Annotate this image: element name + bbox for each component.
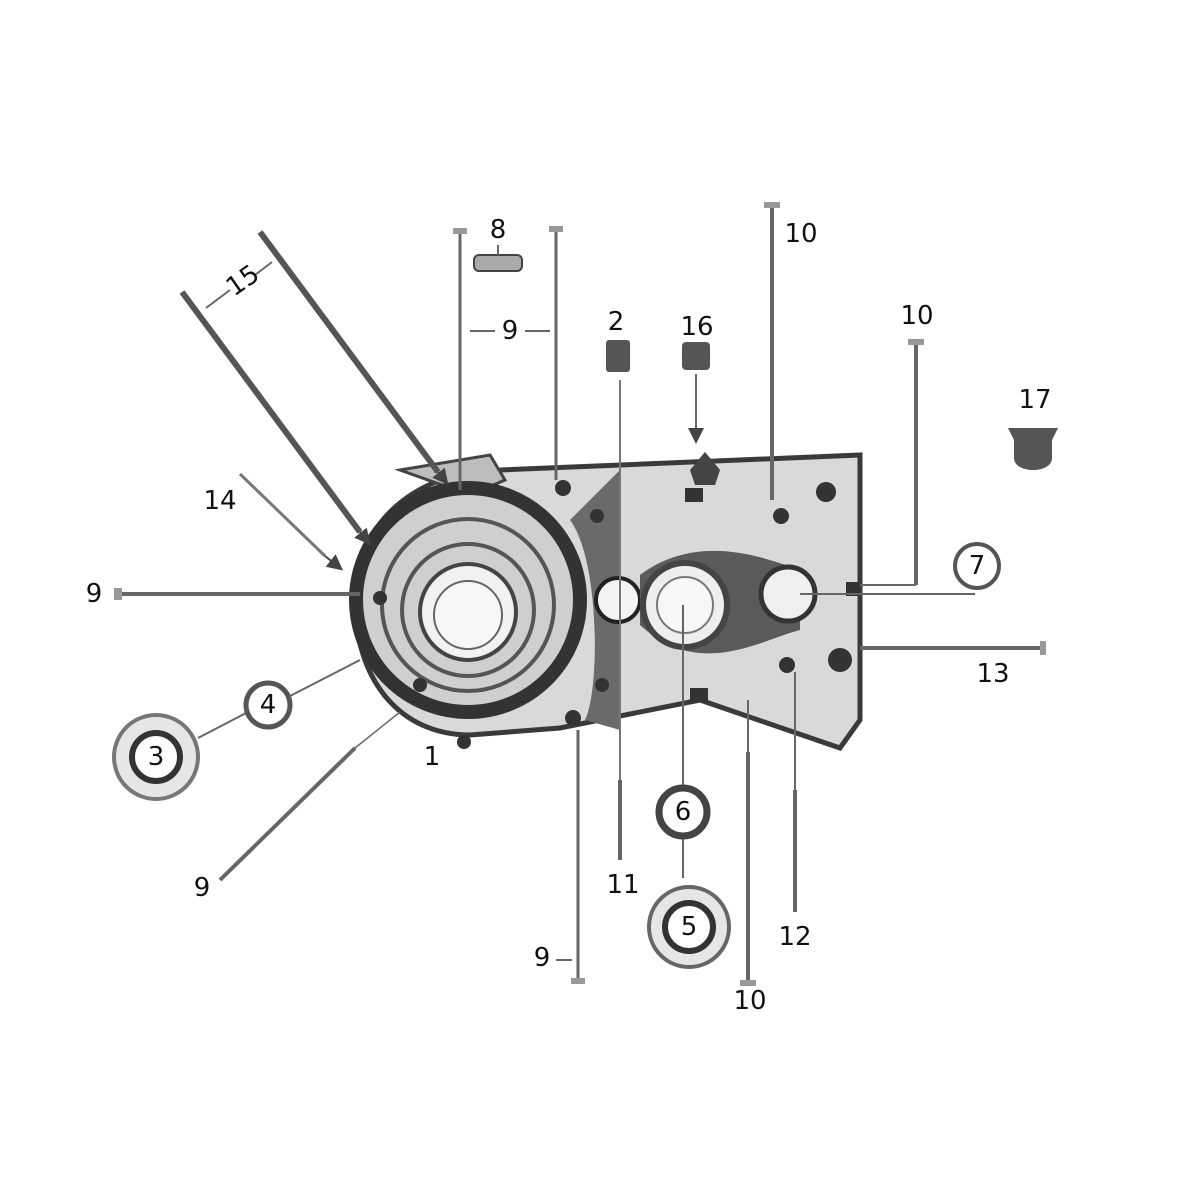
- label-part-17: 17: [1018, 385, 1052, 415]
- bearing-7: [953, 542, 1001, 590]
- label-part-7: 7: [968, 551, 986, 581]
- label-part-9: 9: [85, 579, 103, 609]
- label-part-10: 10: [733, 986, 767, 1016]
- pin-14: [238, 472, 344, 571]
- label-part-10: 10: [900, 301, 934, 331]
- screws-11-12-13: [618, 593, 1046, 912]
- clamp-8: [473, 245, 523, 272]
- stud-15: [179, 230, 449, 546]
- label-part-13: 13: [976, 659, 1010, 689]
- label-part-4: 4: [259, 690, 277, 720]
- label-part-11: 11: [606, 870, 640, 900]
- label-part-9: 9: [501, 316, 519, 346]
- label-part-3: 3: [147, 742, 165, 772]
- label-part-12: 12: [778, 922, 812, 952]
- bearing-6: [655, 784, 711, 840]
- label-part-2: 2: [607, 307, 625, 337]
- oil-seal-3: [112, 711, 249, 801]
- label-part-8: 8: [489, 215, 507, 245]
- label-part-10: 10: [784, 219, 818, 249]
- label-part-16: 16: [680, 312, 714, 342]
- bearing-4: [243, 659, 361, 730]
- screw-9: [114, 226, 585, 984]
- plug-16: [682, 342, 710, 444]
- label-part-6: 6: [674, 797, 692, 827]
- oil-seal-5: [647, 885, 731, 969]
- label-part-14: 14: [203, 486, 237, 516]
- label-part-9: 9: [193, 873, 211, 903]
- screw-10: [740, 202, 924, 986]
- label-part-9: 9: [533, 943, 551, 973]
- label-part-5: 5: [680, 912, 698, 942]
- label-part-1: 1: [423, 742, 441, 772]
- cap-17: [1008, 428, 1058, 470]
- crankcase-half: [349, 452, 863, 751]
